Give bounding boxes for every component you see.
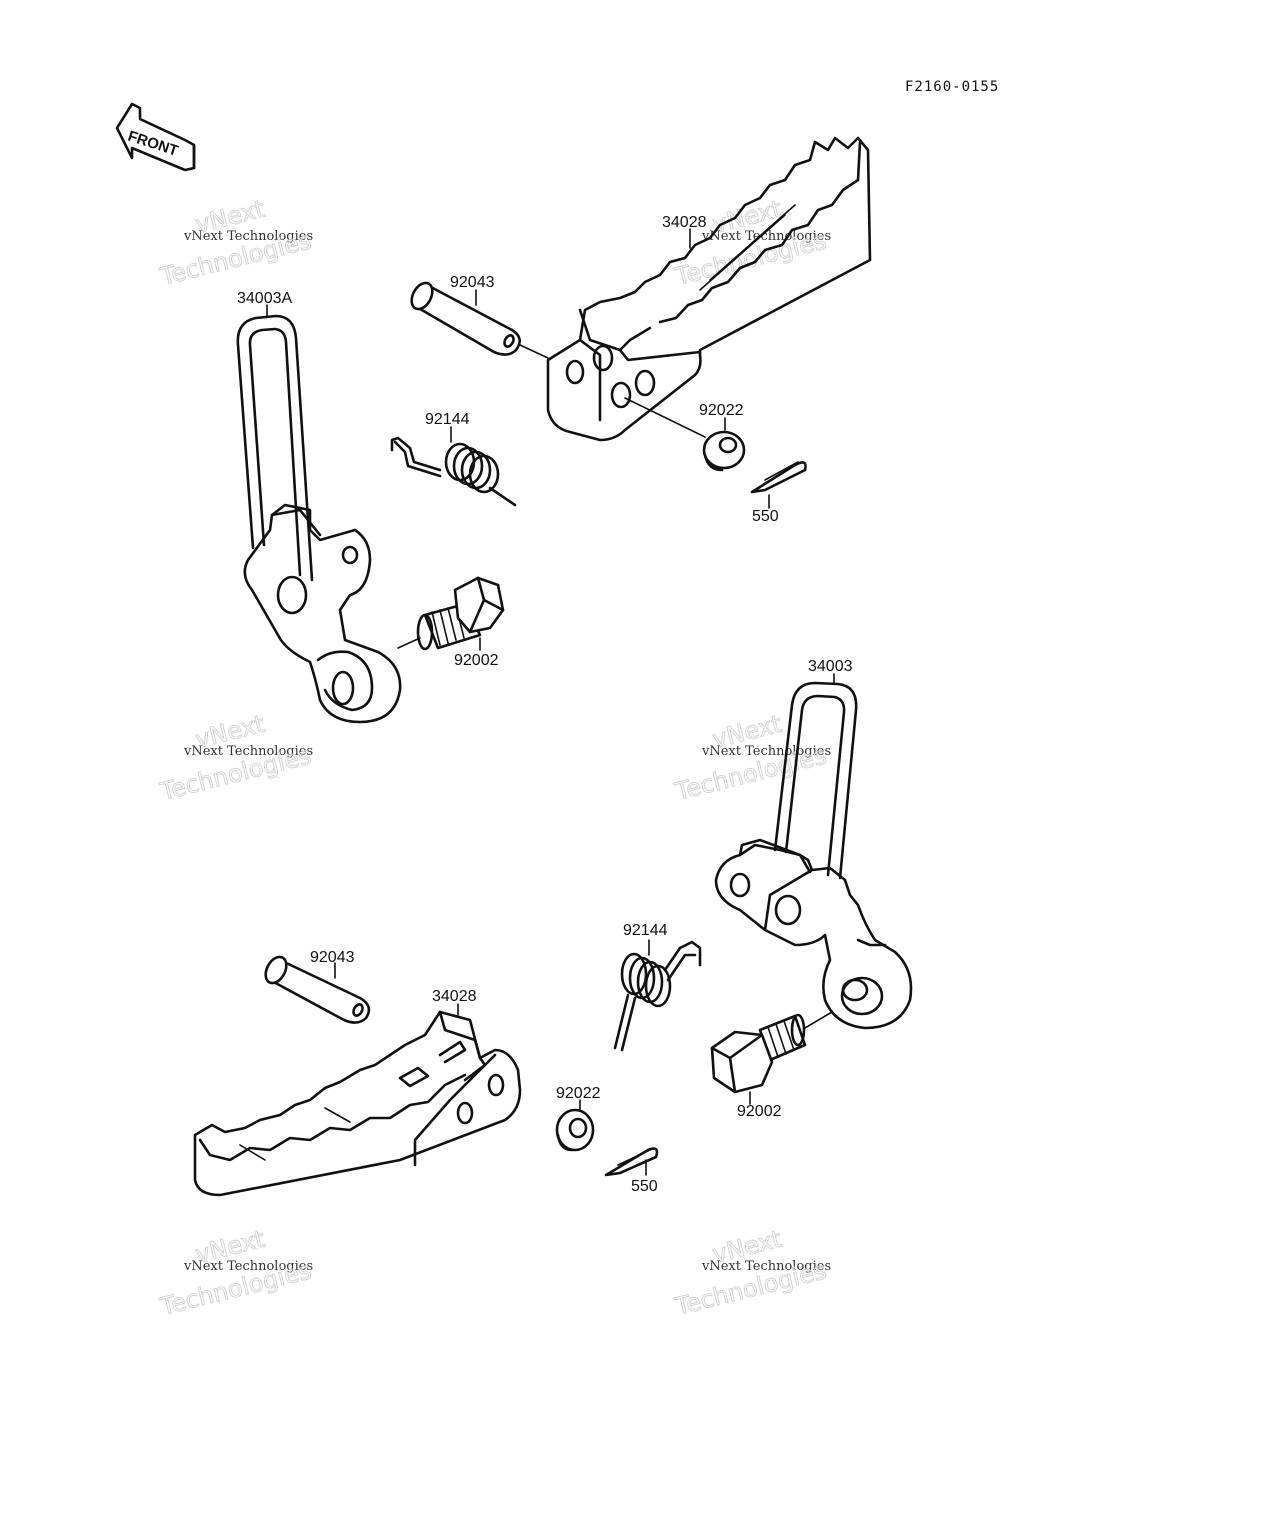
washer-upper xyxy=(702,430,746,472)
watermark-mid-left: vNext vNext Technologies Technologies xyxy=(156,709,314,806)
front-arrow-icon: FRONT xyxy=(115,102,196,172)
footrest-lower xyxy=(193,1010,522,1197)
bracket-right xyxy=(714,681,913,1030)
front-label: FRONT xyxy=(126,128,180,160)
leader-bolt-line-lower xyxy=(804,1011,833,1029)
bolt-lower xyxy=(710,1013,807,1094)
leader-pin-line-upper xyxy=(519,344,549,359)
watermark-top-left: vNext vNext Technologies Technologies xyxy=(156,194,314,291)
callout-bolt-lower: 92002 xyxy=(737,1103,782,1120)
watermark-mid-right: vNext vNext Technologies Technologies xyxy=(671,709,831,806)
svg-text:vNext Technologies: vNext Technologies xyxy=(183,229,313,244)
callout-footrest-lower: 34028 xyxy=(432,988,477,1005)
callout-bolt-upper: 92002 xyxy=(454,652,499,669)
figure-code: F2160-0155 xyxy=(905,79,999,95)
callout-cotter-lower: 550 xyxy=(631,1178,658,1195)
svg-text:vNext Technologies: vNext Technologies xyxy=(183,744,313,759)
callout-cotter-upper: 550 xyxy=(752,508,779,525)
callout-spring-lower: 92144 xyxy=(623,922,668,939)
cotter-pin-lower xyxy=(604,1147,659,1177)
washer-lower xyxy=(555,1108,595,1152)
callout-pin-lower: 92043 xyxy=(310,949,355,966)
callout-spring-upper: 92144 xyxy=(425,411,470,428)
callout-washer-lower: 92022 xyxy=(556,1085,601,1102)
spring-upper xyxy=(390,436,517,507)
leader-washer-line-upper xyxy=(624,397,706,438)
pin-lower xyxy=(264,955,371,1024)
bolt-upper xyxy=(416,576,505,651)
callout-pin-upper: 92043 xyxy=(450,274,495,291)
spring-lower xyxy=(613,940,702,1052)
callout-footrest-upper: 34028 xyxy=(662,214,707,231)
svg-text:vNext Technologies: vNext Technologies xyxy=(183,1259,313,1274)
footrest-upper xyxy=(546,136,872,442)
pin-upper xyxy=(410,281,521,356)
watermark-bottom-left: vNext vNext Technologies Technologies xyxy=(156,1224,314,1321)
svg-text:vNext Technologies: vNext Technologies xyxy=(701,1259,831,1274)
callout-bracket-left: 34003A xyxy=(237,290,292,307)
watermark-bottom-right: vNext vNext Technologies Technologies xyxy=(671,1224,831,1321)
callout-bracket-right: 34003 xyxy=(808,658,853,675)
cotter-pin-upper xyxy=(750,461,807,494)
leader-bolt-line-upper xyxy=(397,637,421,649)
svg-text:vNext Technologies: vNext Technologies xyxy=(701,229,831,244)
bracket-left xyxy=(236,314,402,724)
callout-washer-upper: 92022 xyxy=(699,402,744,419)
